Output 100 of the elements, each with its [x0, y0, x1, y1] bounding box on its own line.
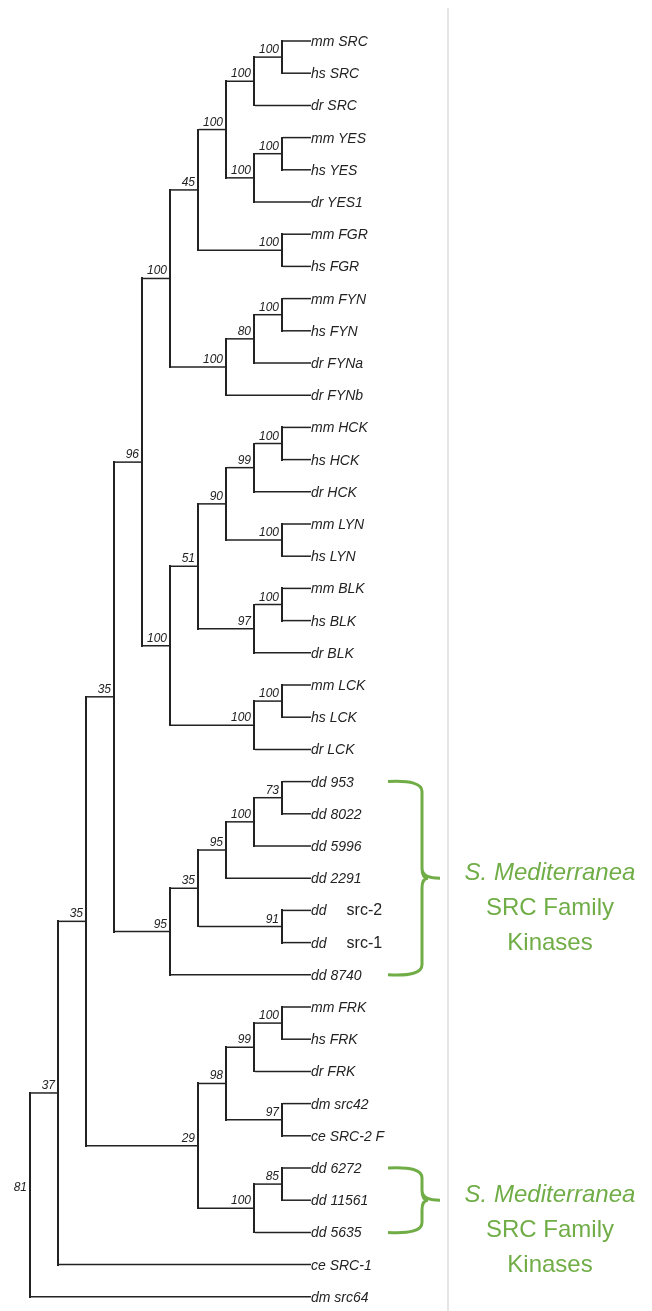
taxon-label: mm FYN [311, 288, 367, 309]
bootstrap-value: 97 [237, 614, 251, 628]
bootstrap-value: 100 [202, 353, 223, 366]
bootstrap-value: 100 [258, 139, 279, 153]
bootstrap-value: 99 [237, 1033, 251, 1047]
bootstrap-value: 100 [258, 43, 279, 57]
taxon-label: hs FGR [311, 256, 360, 277]
branch-line [282, 72, 312, 74]
bootstrap-value: 100 [258, 1009, 279, 1023]
branch-line [198, 1082, 226, 1085]
branch-line [226, 1118, 282, 1121]
branch-line [282, 587, 312, 590]
branch-line [254, 1183, 282, 1185]
group-label: S. Mediterranea SRC Family Kinases [463, 1179, 637, 1280]
bootstrap-value: 100 [230, 807, 251, 821]
taxon-label: dd 11561 [311, 1190, 369, 1211]
branch-line [226, 177, 254, 179]
branch-line [282, 169, 312, 171]
branch-line [226, 80, 254, 82]
branch-line [86, 1145, 198, 1147]
taxon-label: dd 953 [311, 771, 354, 792]
branch-line [254, 313, 282, 316]
branch-line [282, 716, 312, 718]
branch-line [282, 684, 312, 686]
taxon-label: hs SRC [311, 63, 360, 84]
taxon-label: hs BLK [311, 610, 357, 631]
branch-line [170, 887, 198, 889]
branch-line [282, 233, 312, 235]
branch-line [254, 652, 312, 654]
branch-line [58, 920, 86, 923]
branch-line [198, 1207, 254, 1209]
bootstrap-value: 100 [258, 590, 279, 604]
branch-line [170, 724, 254, 726]
bootstrap-value: 51 [181, 552, 195, 566]
bootstrap-value: 100 [230, 1194, 251, 1208]
taxon-label: ce SRC-2 F [311, 1125, 385, 1146]
branch-line [198, 925, 282, 928]
bootstrap-value: 45 [181, 175, 195, 189]
branch-line [282, 1167, 312, 1169]
bootstrap-value: 100 [258, 526, 279, 540]
bootstrap-value: 73 [265, 783, 279, 797]
bootstrap-value: 85 [265, 1170, 279, 1184]
branch-line [282, 780, 312, 783]
bootstrap-value: 100 [258, 429, 279, 443]
bootstrap-value: 100 [202, 115, 223, 129]
branch-line [226, 466, 254, 469]
taxon-label: dd 6272 [311, 1158, 362, 1178]
bootstrap-value: 35 [69, 907, 83, 921]
branch-line [58, 1263, 312, 1266]
taxon-label: dm src42 [311, 1093, 369, 1114]
bootstrap-value: 100 [230, 67, 251, 81]
taxon-label: hs LCK [311, 707, 357, 728]
branch-line [226, 338, 254, 340]
branch-line [226, 539, 282, 541]
branch-line [254, 442, 282, 445]
branch-line [282, 1006, 312, 1008]
branch-line [198, 249, 282, 252]
bootstrap-value: 98 [209, 1069, 223, 1083]
taxon-label: dr HCK [311, 481, 357, 502]
taxon-label: mm SRC [311, 31, 368, 51]
taxon-label: dr FRK [311, 1061, 356, 1082]
taxon-label: dr BLK [311, 642, 354, 663]
branch-line [226, 394, 312, 396]
bootstrap-value: 95 [209, 836, 223, 849]
branch-line [254, 152, 282, 155]
bootstrap-value: 81 [13, 1180, 27, 1194]
branch-line [254, 362, 312, 364]
branch-line [114, 461, 142, 463]
bootstrap-value: 80 [237, 324, 251, 338]
branch-line [282, 813, 312, 815]
bootstrap-value: 37 [41, 1078, 55, 1092]
branch-line [254, 796, 282, 799]
branch-line [254, 201, 312, 203]
branch-line [282, 40, 312, 42]
taxon-label: hs LYN [311, 546, 356, 567]
taxon-label: hs HCK [311, 449, 360, 470]
branch-line [254, 700, 282, 702]
taxon-label: dd 8022 [311, 803, 362, 824]
branch-line [226, 1046, 254, 1048]
branch-line [282, 555, 312, 557]
branch-line [282, 941, 312, 944]
taxon-label: dd src-1 [311, 932, 383, 953]
branch-line [254, 56, 282, 58]
taxon-label: dd 5635 [311, 1222, 362, 1243]
branch-line [114, 930, 170, 933]
taxon-label: dr SRC [311, 95, 357, 116]
branch-line [282, 136, 312, 139]
bootstrap-value: 91 [265, 912, 279, 926]
branch-line [254, 1022, 282, 1024]
taxon-label: mm YES [311, 127, 366, 148]
taxon-label: dd 8740 [311, 964, 362, 985]
branch-line [282, 330, 312, 332]
taxon-label: dd src-2 [311, 900, 383, 921]
taxon-label: dd 5996 [311, 836, 362, 856]
bootstrap-value: 35 [97, 682, 111, 696]
branch-line [86, 696, 114, 698]
branch-line [198, 503, 226, 505]
taxon-label: hs FRK [311, 1029, 358, 1050]
branch-line [254, 845, 312, 847]
bootstrap-value: 100 [230, 163, 251, 177]
